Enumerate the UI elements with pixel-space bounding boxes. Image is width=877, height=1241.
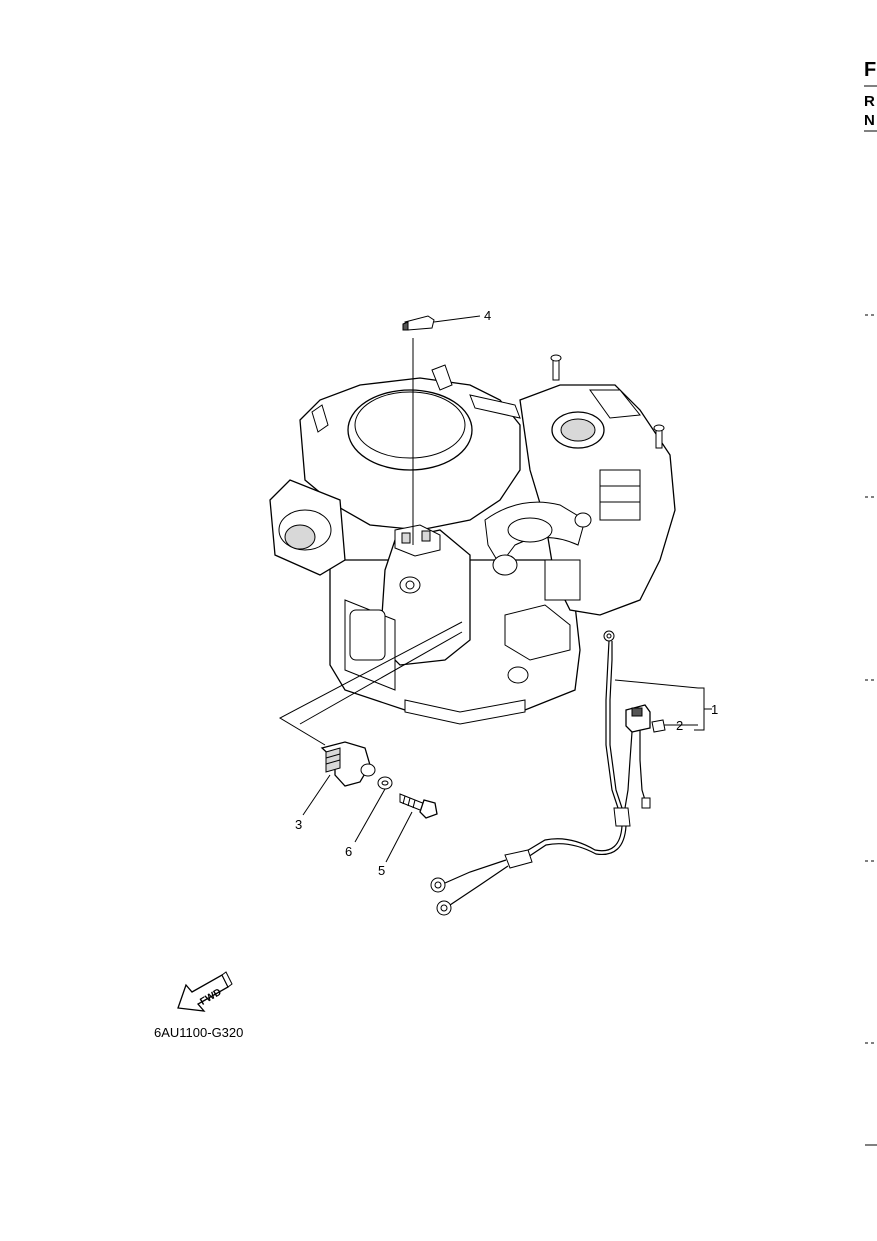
figure-code: 6AU1100-G320: [154, 1025, 243, 1040]
callout-3: 3: [295, 817, 302, 832]
part-bolt: [385, 793, 438, 863]
part-wire-lead: [430, 630, 712, 916]
forward-direction-arrow: FWD: [177, 971, 233, 1012]
edge-tab-second: R: [864, 93, 875, 110]
callout-6: 6: [345, 844, 352, 859]
edge-index-tabs: F R N: [864, 59, 877, 1146]
callout-4: 4: [484, 308, 491, 323]
part-washer: [354, 776, 393, 843]
callout-labels: 1 2 3 4 5 6: [295, 308, 718, 878]
callout-5: 5: [378, 863, 385, 878]
callout-1: 1: [711, 702, 718, 717]
edge-tab-third: N: [864, 112, 875, 129]
part-fuse: [651, 719, 666, 733]
part-connector-cap: [402, 315, 481, 545]
callout-2: 2: [676, 718, 683, 733]
edge-tick-marks: [865, 314, 877, 1146]
engine-block-illustration: [269, 354, 676, 725]
edge-tab-first: F: [864, 59, 876, 81]
part-bracket: [278, 621, 463, 816]
